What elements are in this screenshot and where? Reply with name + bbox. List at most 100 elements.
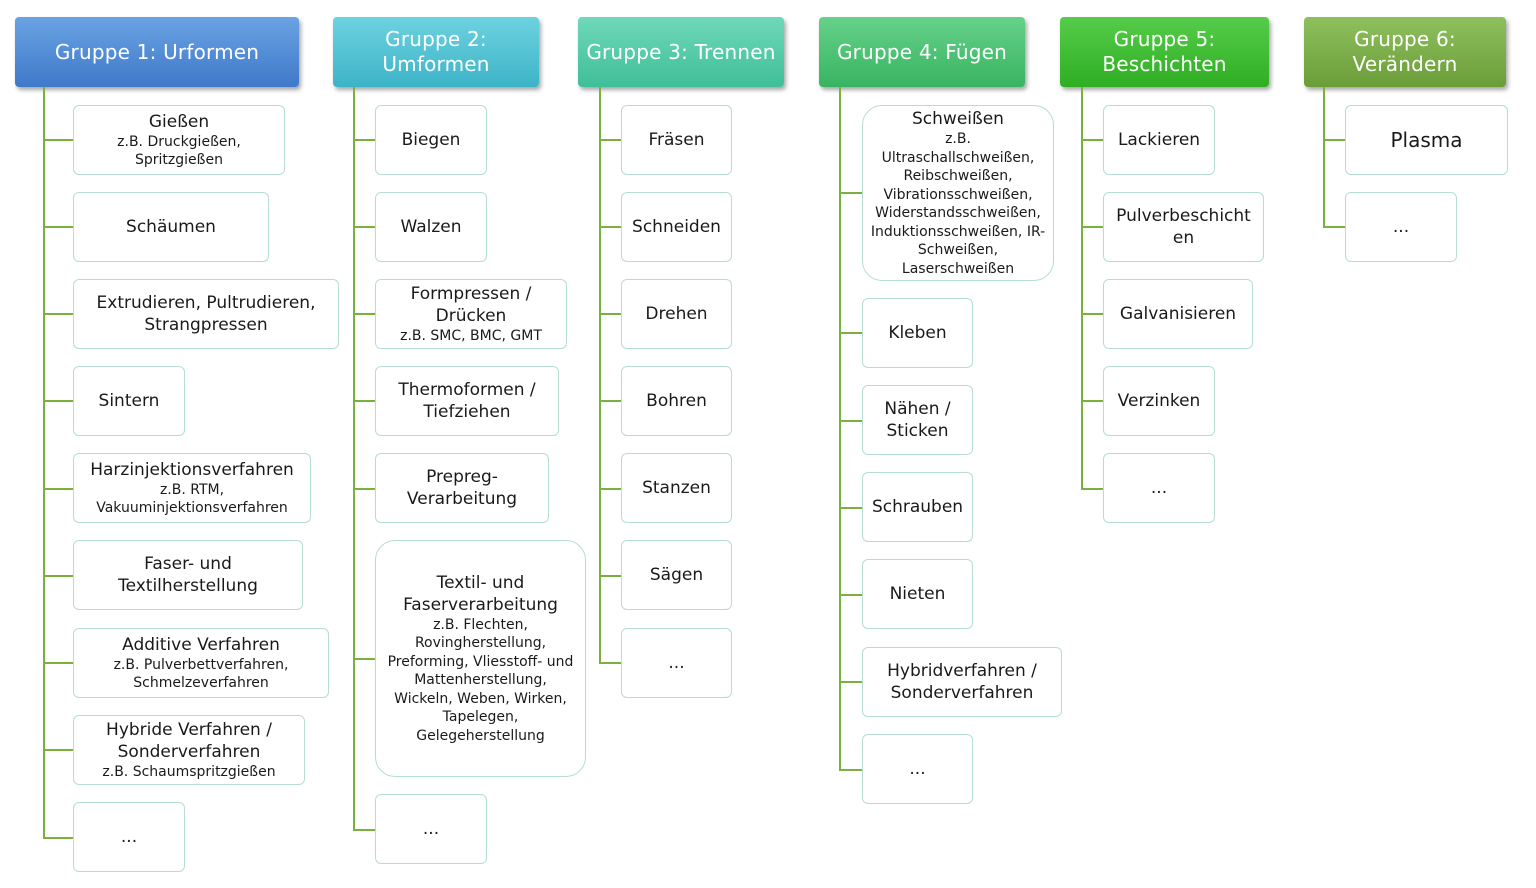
process-box: Thermoformen / Tiefziehen xyxy=(375,366,559,436)
process-box: Bohren xyxy=(621,366,732,436)
process-box: Nähen / Sticken xyxy=(862,385,973,455)
branch-line xyxy=(43,226,73,228)
process-label: Nieten xyxy=(889,584,946,604)
process-label: Nähen / Sticken xyxy=(884,399,951,441)
process-box: Drehen xyxy=(621,279,732,349)
branch-line xyxy=(43,488,73,490)
process-box: Additive Verfahren z.B. Pulverbettverfah… xyxy=(73,628,329,698)
process-label: Schrauben xyxy=(871,497,964,517)
branch-line xyxy=(839,681,862,683)
process-box: Sintern xyxy=(73,366,185,436)
process-label: ... xyxy=(1392,217,1410,237)
group-title: Gruppe 6: Verändern xyxy=(1352,27,1458,76)
process-label: ... xyxy=(909,759,926,779)
process-label: Gießen xyxy=(148,111,210,132)
branch-line xyxy=(599,575,621,577)
process-label: Schneiden xyxy=(632,217,721,237)
branch-line xyxy=(1081,226,1103,228)
process-box: Faser- und Textilherstellung xyxy=(73,540,303,610)
process-box: Prepreg-Verarbeitung xyxy=(375,453,549,523)
branch-line xyxy=(353,488,375,490)
process-examples: z.B. Schaumspritzgießen xyxy=(102,763,276,780)
branch-line xyxy=(839,420,862,422)
group-1-header: Gruppe 1: Urformen xyxy=(15,17,299,87)
branch-line xyxy=(599,313,621,315)
process-box: Kleben xyxy=(862,298,973,368)
process-label: Extrudieren, Pultrudieren, Strangpressen xyxy=(96,293,316,335)
group-title: Gruppe 4: Fügen xyxy=(836,39,1008,64)
group-title: Gruppe 5: Beschichten xyxy=(1102,27,1227,76)
process-box: Biegen xyxy=(375,105,487,175)
branch-line xyxy=(839,594,862,596)
process-label: Biegen xyxy=(401,130,461,150)
group-2-trunk xyxy=(353,87,355,831)
branch-line xyxy=(353,829,375,831)
branch-line xyxy=(1323,139,1345,141)
group-4-trunk xyxy=(839,87,841,771)
process-label: Pulverbeschichten xyxy=(1116,206,1251,248)
process-box: Nieten xyxy=(862,559,973,629)
process-box: Schweißen z.B. Ultraschallschweißen, Rei… xyxy=(862,105,1054,281)
process-box: Hybridverfahren / Sonderverfahren xyxy=(862,647,1062,717)
branch-line xyxy=(43,139,73,141)
process-label: ... xyxy=(1150,478,1168,498)
process-examples: z.B. Pulverbettverfahren, Schmelzeverfah… xyxy=(113,656,289,692)
process-box: Textil- und Faserverarbeitung z.B. Flech… xyxy=(375,540,586,777)
branch-line xyxy=(43,662,73,664)
process-examples: z.B. SMC, BMC, GMT xyxy=(400,327,542,344)
process-label: Walzen xyxy=(400,217,462,237)
process-label: Sägen xyxy=(649,565,704,585)
process-box: Formpressen / Drücken z.B. SMC, BMC, GMT xyxy=(375,279,567,349)
process-label: Stanzen xyxy=(642,478,711,498)
branch-line xyxy=(1323,226,1345,228)
branch-line xyxy=(43,575,73,577)
branch-line xyxy=(839,507,862,509)
process-label: Formpressen / Drücken xyxy=(410,283,532,326)
process-box: Plasma xyxy=(1345,105,1508,175)
branch-line xyxy=(839,192,862,194)
process-label: ... xyxy=(668,653,685,673)
process-label: Plasma xyxy=(1390,128,1463,152)
branch-line xyxy=(43,313,73,315)
process-box: Pulverbeschichten xyxy=(1103,192,1264,262)
process-box: ... xyxy=(621,628,732,698)
branch-line xyxy=(1081,400,1103,402)
process-box: ... xyxy=(375,794,487,864)
process-label: Schweißen xyxy=(912,109,1004,129)
process-box: Schneiden xyxy=(621,192,732,262)
process-label: Sintern xyxy=(98,391,160,411)
process-label: Galvanisieren xyxy=(1119,304,1237,324)
process-box: Verzinken xyxy=(1103,366,1215,436)
branch-line xyxy=(353,226,375,228)
process-box: Gießen z.B. Druckgießen, Spritzgießen xyxy=(73,105,285,175)
process-label: Drehen xyxy=(645,304,708,324)
branch-line xyxy=(599,662,621,664)
group-5-trunk xyxy=(1081,87,1083,490)
group-2-header: Gruppe 2: Umformen xyxy=(333,17,539,87)
process-box: Harzinjektionsverfahren z.B. RTM, Vakuum… xyxy=(73,453,311,523)
group-5-header: Gruppe 5: Beschichten xyxy=(1060,17,1269,87)
branch-line xyxy=(599,226,621,228)
branch-line xyxy=(1081,139,1103,141)
branch-line xyxy=(43,400,73,402)
process-examples: z.B. Ultraschallschweißen, Reibschweißen… xyxy=(870,131,1046,277)
process-box: Stanzen xyxy=(621,453,732,523)
process-box: ... xyxy=(1345,192,1457,262)
branch-line xyxy=(353,400,375,402)
branch-line xyxy=(599,139,621,141)
process-label: Faser- und Textilherstellung xyxy=(118,554,258,596)
branch-line xyxy=(353,658,375,660)
process-box: ... xyxy=(862,734,973,804)
process-box: Walzen xyxy=(375,192,487,262)
process-box: ... xyxy=(1103,453,1215,523)
process-label: Harzinjektionsverfahren xyxy=(90,459,294,480)
process-box: Galvanisieren xyxy=(1103,279,1253,349)
branch-line xyxy=(599,400,621,402)
group-3-trunk xyxy=(599,87,601,664)
branch-line xyxy=(1081,313,1103,315)
process-examples: z.B. Druckgießen, Spritzgießen xyxy=(117,133,241,169)
group-title: Gruppe 2: Umformen xyxy=(382,27,490,76)
process-label: Lackieren xyxy=(1117,130,1201,150)
process-box: Fräsen xyxy=(621,105,732,175)
group-3-header: Gruppe 3: Trennen xyxy=(578,17,784,87)
